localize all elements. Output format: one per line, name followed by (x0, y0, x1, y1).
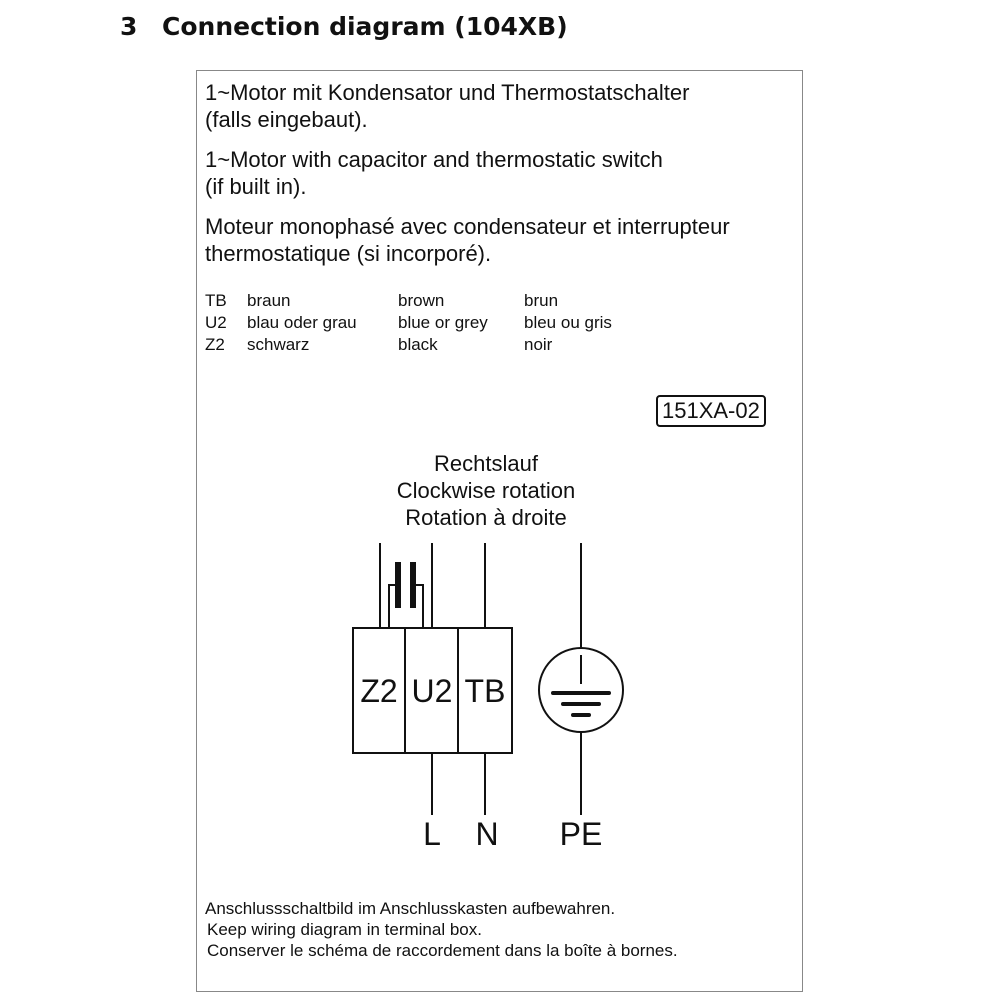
text-line: (falls eingebaut). (205, 107, 368, 132)
diagram-code-badge: 151XA-02 (656, 395, 766, 427)
legend-row: TB braun brown brun (205, 290, 612, 312)
legend-de: braun (247, 291, 291, 310)
section-title: Connection diagram (104XB) (162, 12, 568, 41)
footer-de: Anschlussschaltbild im Anschlusskasten a… (205, 899, 616, 918)
footer-fr: Conserver le schéma de raccordement dans… (207, 941, 678, 960)
legend-en: black (398, 335, 438, 354)
legend-fr: noir (524, 335, 553, 354)
supply-l-label: L (423, 816, 441, 852)
section-heading: 3 Connection diagram (104XB) (120, 12, 568, 41)
wire-legend: TB braun brown brun U2 blau oder grau blue or… (205, 290, 612, 356)
rotation-de: Rechtslauf (434, 451, 538, 476)
supply-pe-label: PE (560, 816, 603, 852)
legend-en: blue or grey (398, 313, 488, 332)
terminal-tb-label: TB (465, 673, 506, 709)
section-number: 3 (120, 12, 138, 41)
legend-code: TB (205, 291, 227, 310)
text-line: (if built in). (205, 174, 307, 199)
text-line: 1~Motor with capacitor and thermostatic … (205, 147, 663, 172)
rotation-en: Clockwise rotation (396, 478, 576, 503)
legend-fr: brun (524, 291, 559, 310)
description-fr: Moteur monophasé avec condensateur et in… (205, 213, 730, 267)
legend-code: U2 (205, 313, 227, 332)
legend-de: schwarz (247, 335, 310, 354)
terminal-u2-label: U2 (412, 673, 453, 709)
text-line: Moteur monophasé avec condensateur et in… (205, 214, 730, 239)
description-en: 1~Motor with capacitor and thermostatic … (205, 146, 663, 200)
earth-icon (551, 691, 611, 717)
supply-n-label: N (475, 816, 498, 852)
capacitor-icon (395, 562, 416, 608)
legend-row: U2 blau oder grau blue or grey bleu ou gris (205, 312, 612, 334)
legend-en: brown (398, 291, 445, 310)
description-de: 1~Motor mit Kondensator und Thermostatsc… (205, 79, 689, 133)
text-line: thermostatique (si incorporé). (205, 241, 492, 266)
text-line: 1~Motor mit Kondensator und Thermostatsc… (205, 80, 690, 105)
legend-de: blau oder grau (247, 313, 357, 332)
legend-fr: bleu ou gris (524, 313, 612, 332)
footer-en: Keep wiring diagram in terminal box. (207, 920, 482, 939)
rotation-fr: Rotation à droite (405, 505, 567, 530)
legend-code: Z2 (205, 335, 225, 354)
legend-row: Z2 schwarz black noir (205, 334, 612, 356)
wiring-diagram: Z2 U2 TB L N PE (352, 543, 624, 852)
terminal-z2-label: Z2 (360, 673, 397, 709)
rotation-label: Rechtslauf Clockwise rotation Rotation à… (336, 450, 636, 531)
footer-note: Anschlussschaltbild im Anschlusskasten a… (205, 898, 678, 961)
